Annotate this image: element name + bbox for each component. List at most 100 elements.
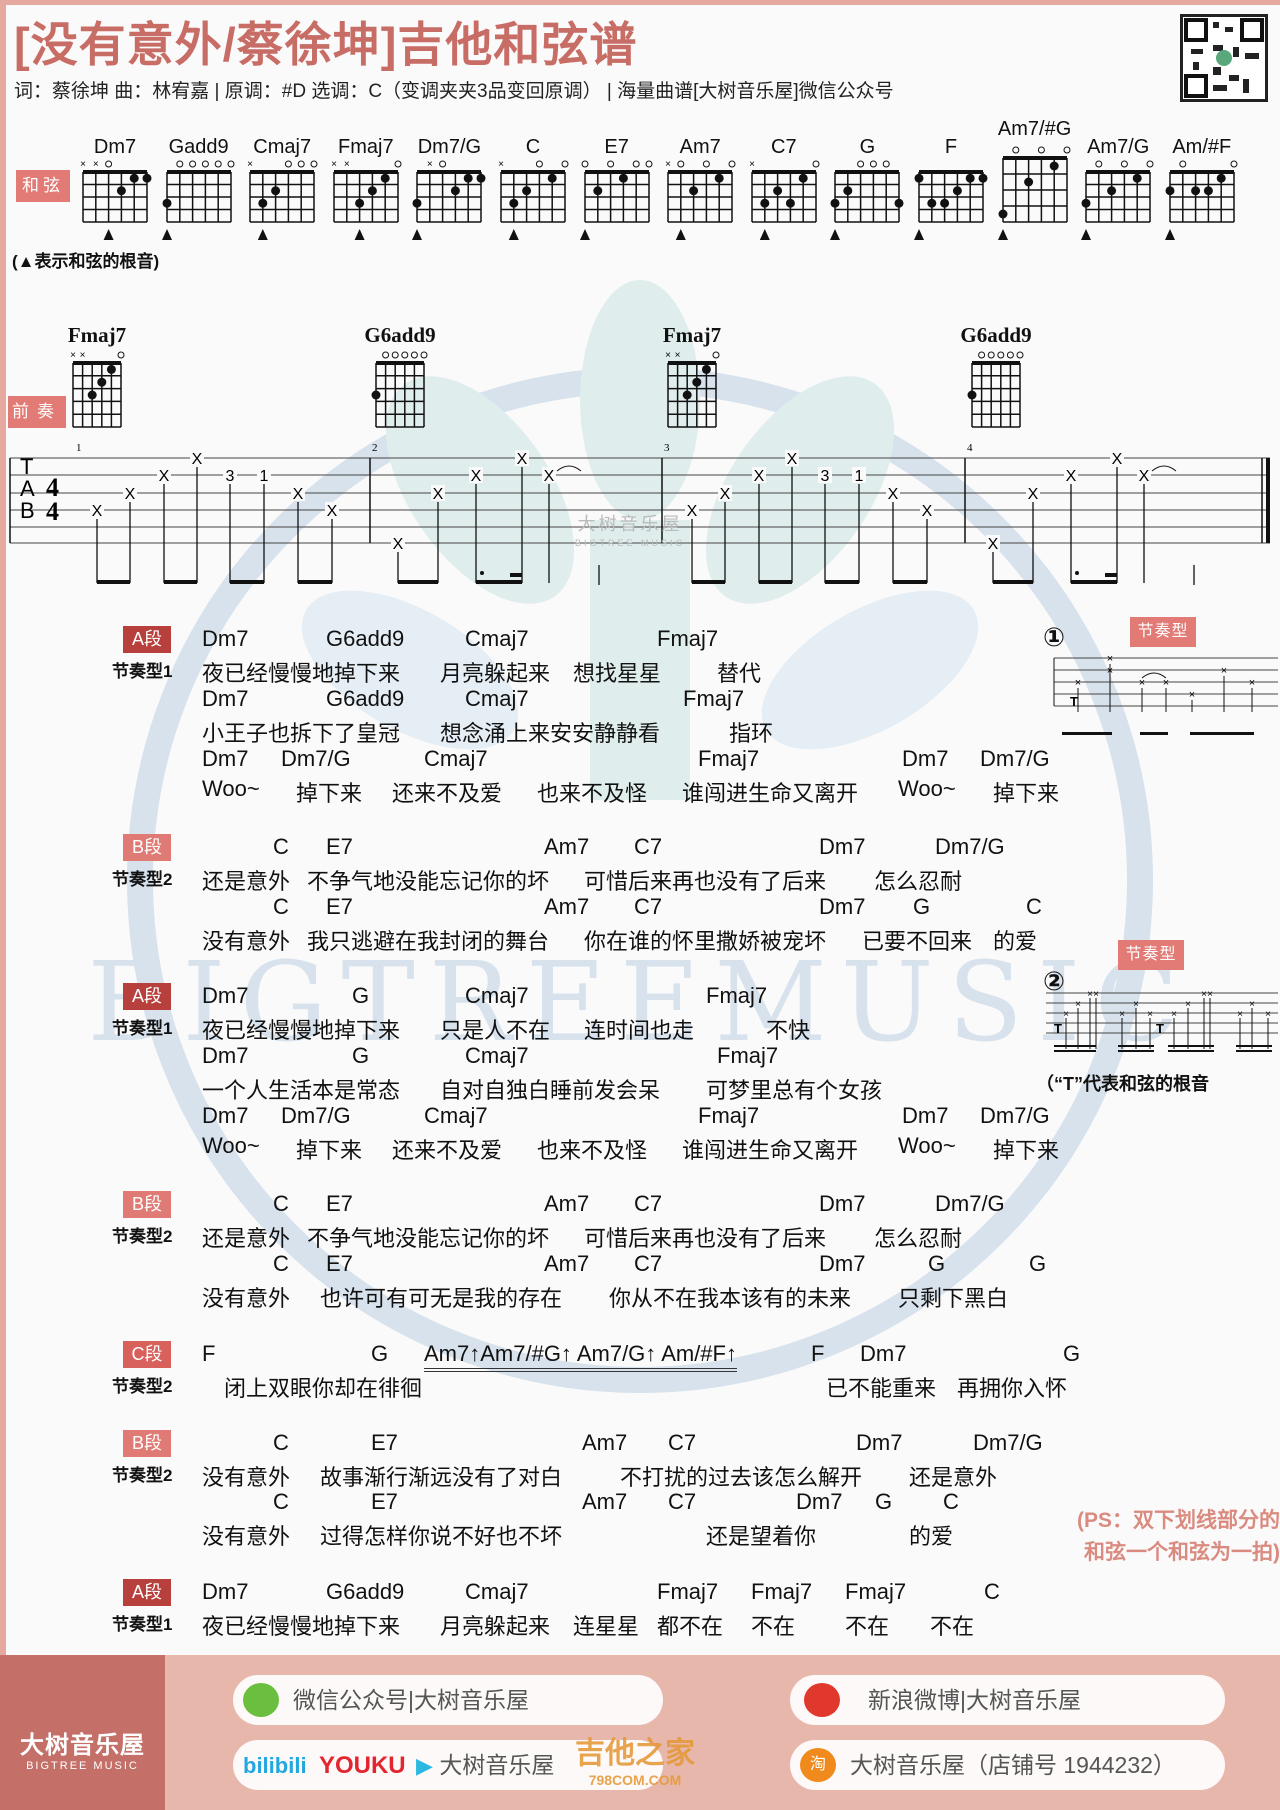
tab-note: ×: [1087, 989, 1093, 1000]
svg-text:×: ×: [665, 350, 671, 361]
tab-note: ×: [1107, 665, 1113, 677]
qr-code-icon: [1184, 18, 1264, 98]
chord-symbol: Dm7: [819, 834, 866, 859]
youku-logo: YOUKU: [318, 1752, 406, 1779]
tab-note: ×: [1107, 653, 1113, 665]
chord-symbol: G6add9: [326, 686, 405, 711]
chord-symbol: Am7: [582, 1489, 628, 1514]
chord-name: F: [944, 136, 958, 158]
chord-symbol: G: [875, 1489, 893, 1514]
section-badge: A段: [123, 626, 171, 653]
lyric-text: 没有意外: [202, 1286, 291, 1311]
chord-symbol: Am7: [544, 1251, 590, 1276]
ps-note: (PS：双下划线部分的 和弦一个和弦为一拍): [1010, 1505, 1280, 1569]
lyric-text: 还是意外: [909, 1465, 998, 1490]
chord-symbol: Dm7: [202, 1103, 249, 1128]
finger-dot: [1023, 177, 1033, 187]
tab-note: X: [433, 486, 444, 503]
section-badge: A段: [123, 983, 171, 1010]
tab-note: ×: [1265, 1009, 1271, 1020]
section-badge: B段: [123, 1430, 171, 1457]
lyric-text: 没有意外: [202, 929, 291, 954]
beam: [1118, 1045, 1154, 1047]
lyric-text: 也来不及怪: [537, 781, 648, 806]
ps-note-line-2: 和弦一个和弦为一拍): [1084, 1541, 1280, 1564]
chord-diagram: [161, 160, 235, 240]
chord-symbol: Dm7/G: [935, 1191, 1005, 1216]
finger-dot: [367, 186, 377, 196]
tab-note: X: [754, 468, 765, 485]
finger-dot: [476, 173, 486, 183]
intro-chord-name: G6add9: [364, 323, 436, 347]
chord-symbol: C7: [668, 1489, 697, 1514]
finger-dot: [592, 186, 602, 196]
chord-symbol: C7: [668, 1430, 697, 1455]
chord-symbol: Dm7/G: [973, 1430, 1043, 1455]
wechat-link[interactable]: 微信公众号|大树音乐屋: [233, 1675, 663, 1725]
tab-note: 3: [226, 468, 235, 485]
intro-chord-name: Fmaj7: [662, 323, 722, 347]
rhythm-pattern-label: 节奏型1: [112, 662, 173, 681]
qr-code[interactable]: [1180, 14, 1268, 102]
chord-diagram: ×: [412, 159, 486, 240]
tab-note: X: [988, 536, 999, 553]
finger-dot: [927, 198, 937, 208]
finger-dot: [354, 198, 364, 208]
finger-dot: [162, 198, 172, 208]
tab-note: ×: [1093, 989, 1099, 1000]
chord-symbol: Fmaj7: [698, 1103, 760, 1128]
tab-note: ×: [1189, 689, 1195, 701]
root-triangle-icon: [257, 229, 268, 240]
chord-symbol: Dm7/G: [281, 1103, 351, 1128]
rhythm-pattern-label: 节奏型1: [112, 1615, 173, 1634]
tab-note: ×: [1171, 1009, 1177, 1020]
site-watermark: 吉他之家 798COM.COM: [575, 1728, 695, 1788]
tab-note: X: [1112, 451, 1123, 468]
finger-dot: [701, 364, 711, 374]
chord-symbol: Fmaj7: [751, 1579, 813, 1604]
finger-dot: [1107, 186, 1117, 196]
footer-brand-en: BIGTREE MUSIC: [26, 1760, 139, 1772]
chord-symbol: Cmaj7: [465, 686, 529, 711]
chord-symbol: C: [273, 1191, 289, 1216]
root-triangle-icon: [508, 229, 519, 240]
chord-symbol: C: [273, 1489, 289, 1514]
chord-name: Am/#F: [1172, 136, 1232, 158]
chord-symbol: Am7: [544, 1191, 590, 1216]
lyric-text: 一个人生活本是常态: [202, 1078, 401, 1103]
finger-dot: [1049, 161, 1059, 171]
left-border: [0, 0, 6, 1655]
finger-dot: [952, 186, 962, 196]
tab-note: ×: [1075, 677, 1081, 689]
chord-symbol: G: [1029, 1251, 1047, 1276]
intro-chord-name: Fmaj7: [67, 323, 127, 347]
video-link[interactable]: bilibili YOUKU ▶ 大树音乐屋: [233, 1740, 663, 1790]
weibo-link[interactable]: 新浪微博|大树音乐屋: [790, 1675, 1225, 1725]
chord-diagram: [967, 351, 1024, 428]
lyric-text: 你从不在我本该有的未来: [609, 1286, 852, 1311]
tab-note: X: [787, 451, 798, 468]
finger-dot: [798, 173, 808, 183]
tab-note: ×: [1075, 999, 1081, 1010]
svg-text:×: ×: [665, 159, 671, 170]
tab-note: X: [159, 468, 170, 485]
tab-clef: B: [20, 498, 35, 523]
chord-name: Am7/#G: [997, 118, 1072, 140]
root-triangle-icon: [579, 229, 590, 240]
tab-note: X: [192, 451, 203, 468]
chord-name: Am7/G: [1087, 136, 1150, 158]
lyric-text: 掉下来: [993, 781, 1060, 806]
tab-note: ×: [1147, 1009, 1153, 1020]
finger-dot: [682, 390, 692, 400]
taobao-icon: 淘: [800, 1748, 836, 1782]
finger-dot: [97, 377, 107, 387]
root-mark: T: [1054, 1021, 1062, 1036]
lyric-text: 不在: [751, 1614, 796, 1639]
tab-note: X: [720, 486, 731, 503]
root-triangle-icon: [759, 229, 770, 240]
lyric-text: 不在: [845, 1614, 890, 1639]
taobao-link[interactable]: 淘 大树音乐屋（店铺号 1944232）: [790, 1740, 1225, 1790]
chord-name: C: [525, 136, 541, 158]
chord-symbol: E7: [371, 1489, 398, 1514]
site-watermark-url: 798COM.COM: [588, 1772, 682, 1788]
